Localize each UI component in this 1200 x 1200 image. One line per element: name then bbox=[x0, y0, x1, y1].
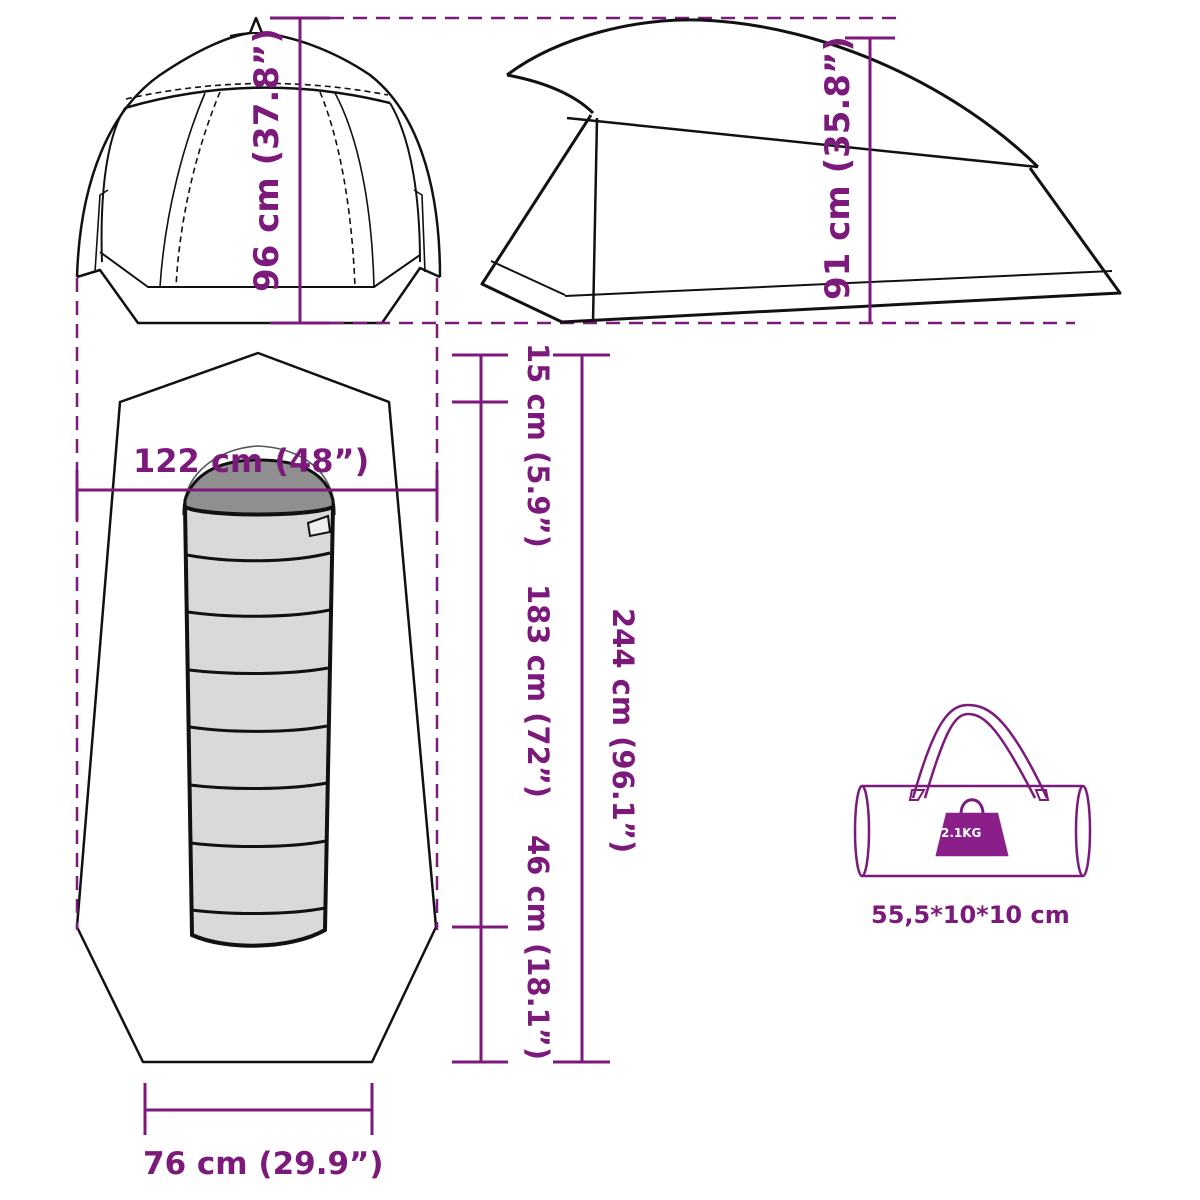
width-label: 122 cm (48”) bbox=[133, 442, 370, 480]
foot-width-dimension bbox=[143, 1083, 374, 1135]
front-height-label: 96 cm (37.8”) bbox=[247, 28, 287, 292]
sleeping-bag-icon bbox=[182, 445, 336, 948]
package-size-label: 55,5*10*10 cm bbox=[871, 901, 1070, 929]
side-view bbox=[480, 18, 1122, 324]
vestibule-front-label: 15 cm (5.9”) bbox=[521, 343, 555, 548]
length-segments-dimension bbox=[452, 353, 508, 1064]
front-height-dimension bbox=[270, 16, 1075, 325]
inner-length-label: 183 cm (72”) bbox=[521, 584, 555, 799]
width-dimension bbox=[75, 278, 439, 930]
total-length-label: 244 cm (96.1”) bbox=[606, 608, 640, 854]
weight-label: 2.1KG bbox=[941, 826, 982, 840]
front-view bbox=[75, 16, 442, 325]
side-height-dimension bbox=[845, 36, 895, 323]
foot-width-label: 76 cm (29.9”) bbox=[143, 1146, 384, 1182]
side-height-label: 91 cm (35.8”) bbox=[818, 36, 858, 300]
weight-icon bbox=[959, 798, 985, 815]
total-length-dimension bbox=[553, 353, 610, 1064]
vestibule-back-label: 46 cm (18.1”) bbox=[521, 835, 555, 1061]
carry-bag-icon bbox=[853, 703, 1092, 878]
